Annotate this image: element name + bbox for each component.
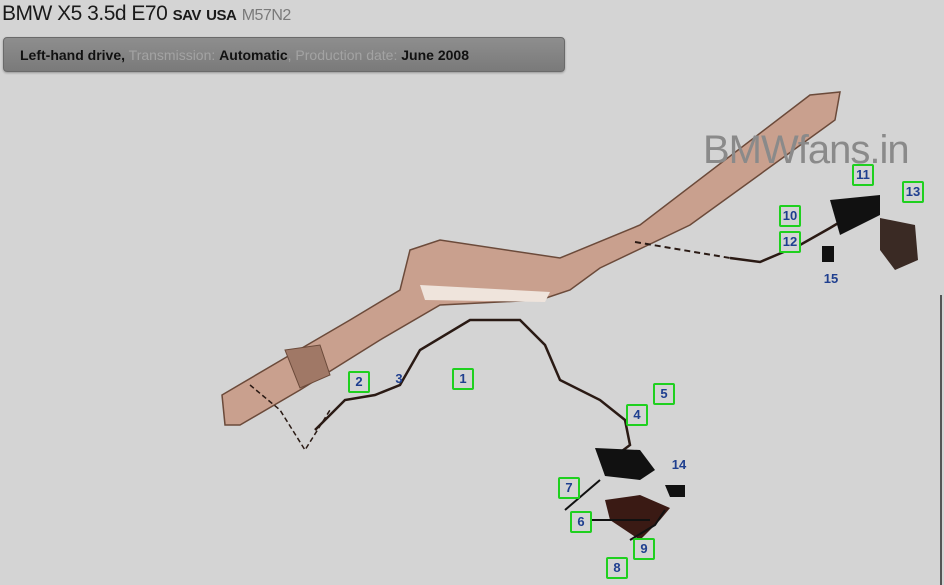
callout-5[interactable]: 5: [653, 383, 675, 405]
market: USA: [206, 7, 237, 24]
page-title: BMW X5 3.5d E70 SAV USA M57N2: [2, 2, 291, 26]
callout-3[interactable]: 3: [395, 371, 403, 386]
callout-9[interactable]: 9: [633, 538, 655, 560]
panel-border: [940, 295, 942, 585]
callout-7[interactable]: 7: [558, 477, 580, 499]
engine-code: M57N2: [241, 7, 292, 24]
callout-10[interactable]: 10: [779, 205, 801, 227]
callout-12[interactable]: 12: [779, 231, 801, 253]
watermark: BMWfans.in: [703, 128, 910, 172]
callout-14[interactable]: 14: [671, 457, 687, 472]
callout-2[interactable]: 2: [348, 371, 370, 393]
transmission-value: Automatic: [219, 47, 288, 63]
parts-diagram: [221, 91, 918, 541]
vehicle-info-bar: Left-hand drive, Transmission: Automatic…: [3, 37, 565, 72]
callout-15[interactable]: 15: [823, 271, 839, 286]
callout-4[interactable]: 4: [626, 404, 648, 426]
callout-1[interactable]: 1: [452, 368, 474, 390]
control-units: [564, 195, 918, 541]
callout-8[interactable]: 8: [606, 557, 628, 579]
callout-11[interactable]: 11: [852, 164, 874, 186]
model-name: BMW X5 3.5d E70: [2, 2, 168, 25]
exhaust-system: [221, 91, 841, 426]
callout-6[interactable]: 6: [570, 511, 592, 533]
drive-side: Left-hand drive,: [20, 47, 126, 63]
body-type: SAV: [172, 7, 202, 24]
production-date-label: , Production date:: [287, 47, 398, 63]
production-date-value: June 2008: [401, 47, 469, 63]
callout-13[interactable]: 13: [902, 181, 924, 203]
transmission-label: Transmission:: [128, 47, 216, 63]
